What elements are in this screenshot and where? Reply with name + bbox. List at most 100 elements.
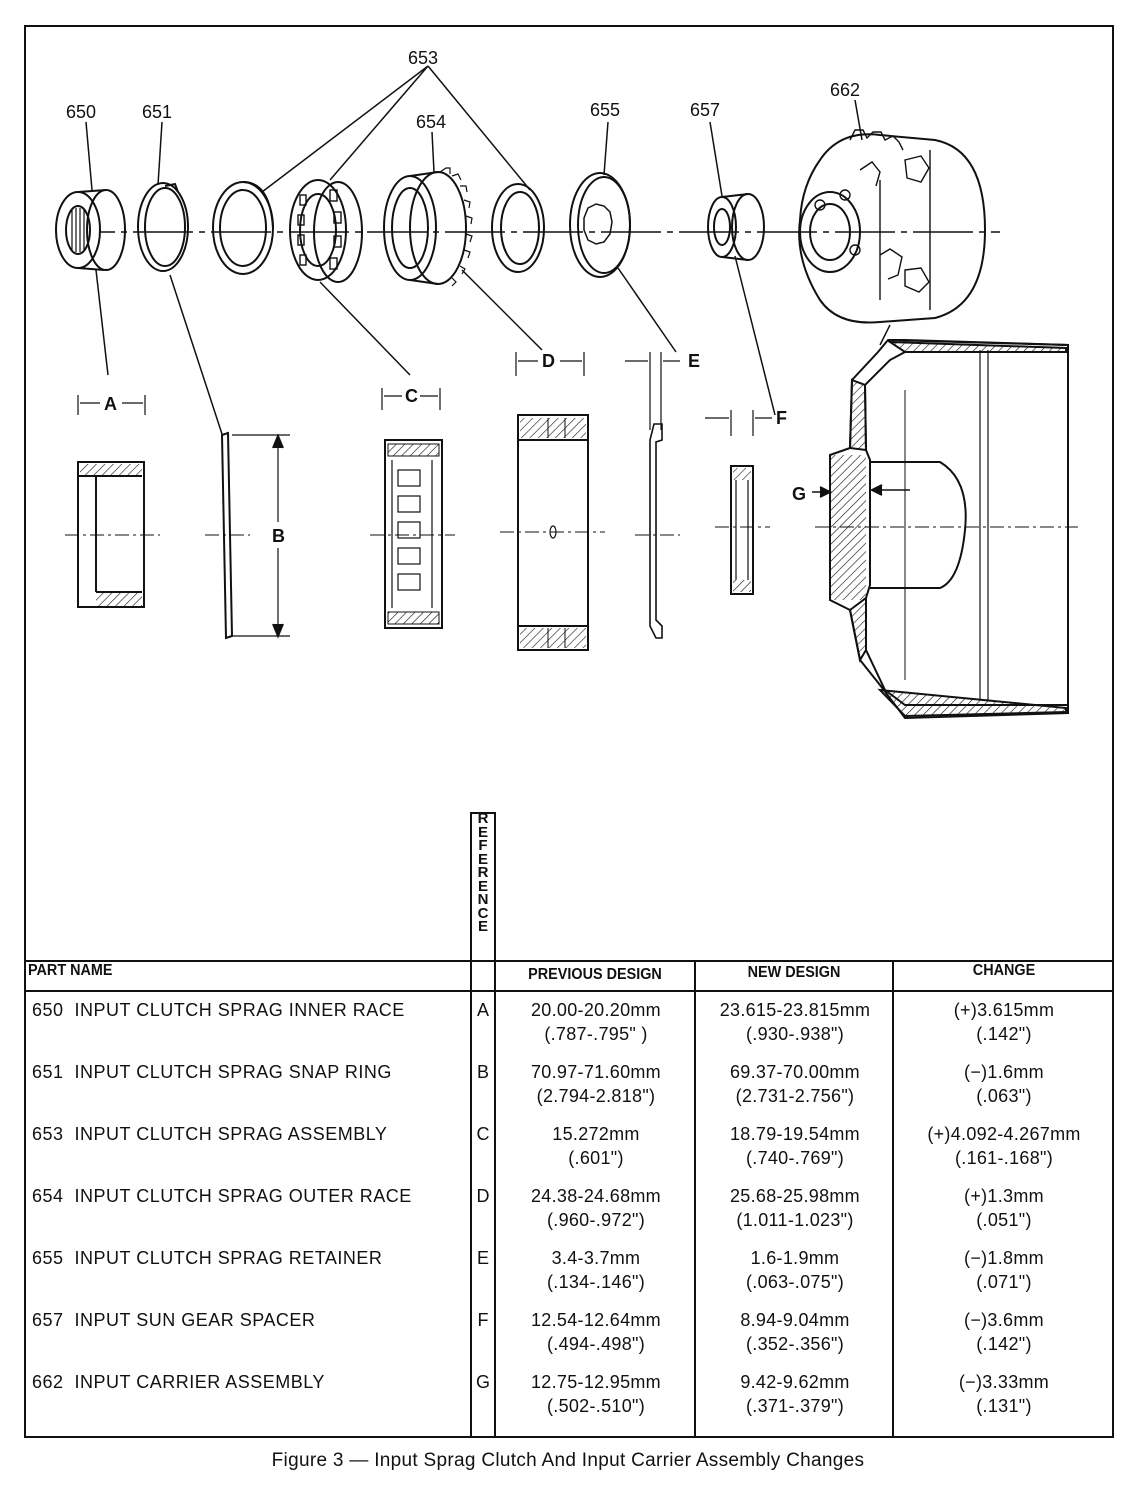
previous-design: 70.97-71.60mm (2.794-2.818") (496, 1060, 696, 1108)
reference-letter: E (477, 850, 488, 868)
input-carrier-662-drawing (798, 129, 987, 324)
value-mm: (−)3.33mm (958, 1372, 1050, 1392)
previous-design: 15.272mm(.601") (496, 1122, 696, 1170)
leader-lines (85, 65, 891, 435)
label-654: 654 (416, 112, 446, 132)
reference-letter: N (477, 891, 489, 908)
value-mm: 24.38-24.68mm (531, 1186, 661, 1206)
part-name: 657 INPUT SUN GEAR SPACER (32, 1310, 316, 1330)
value-in: (.071") (976, 1272, 1032, 1292)
new-design: 25.68-25.98mm(1.011-1.023") (696, 1184, 894, 1232)
part-name-header: PART NAME (28, 962, 113, 979)
table-divider (470, 812, 472, 1437)
reference: F (477, 1310, 489, 1330)
retainer-655-drawing (569, 172, 631, 278)
new-design: 23.615-23.815mm(.930-.938") (696, 998, 894, 1046)
section-b-drawing (205, 431, 290, 640)
table-divider (24, 990, 1114, 992)
reference-header: R E F E R E N C E (472, 811, 494, 933)
reference-letter: C (477, 904, 489, 922)
part-name: 653 INPUT CLUTCH SPRAG ASSEMBLY (32, 1124, 388, 1144)
reference-letter: R (477, 864, 489, 881)
value-mm: (−)1.6mm (964, 1062, 1044, 1082)
reference: D (476, 1186, 490, 1206)
section-f-drawing (705, 410, 772, 595)
reference: E (476, 1248, 489, 1268)
value-mm: 20.00-20.20mm (531, 1000, 661, 1020)
reference: G (475, 1372, 490, 1392)
section-c-drawing (370, 388, 455, 629)
label-650: 650 (66, 102, 96, 122)
value-in: (.134-.146") (546, 1272, 646, 1292)
value-mm: (−)3.6mm (964, 1310, 1044, 1330)
value-in: (.063") (976, 1086, 1032, 1106)
change: (+)4.092-4.267mm (.161-.168") (894, 1122, 1114, 1170)
value-mm: 3.4-3.7mm (551, 1248, 641, 1268)
table-divider (694, 962, 696, 1437)
value-in: (.131") (976, 1396, 1032, 1416)
reference: B (476, 1062, 489, 1082)
table-row: 662 INPUT CARRIER ASSEMBLY G 12.75-12.95… (0, 1368, 1136, 1428)
value-mm: (+)3.615mm (953, 1000, 1055, 1020)
value-in: (1.011-1.023") (736, 1210, 854, 1230)
value-mm: 8.94-9.04mm (740, 1310, 850, 1330)
label-657: 657 (690, 100, 720, 120)
bearing-ring-653b-drawing (491, 183, 545, 273)
figure-frame (24, 25, 1114, 1438)
part-name: 662 INPUT CARRIER ASSEMBLY (32, 1372, 325, 1392)
table-row: 650 INPUT CLUTCH SPRAG INNER RACE A 20.0… (0, 996, 1136, 1056)
outer-race-654-drawing (383, 167, 473, 287)
reference-letter: E (477, 877, 488, 895)
change: (−)1.8mm (.071") (894, 1246, 1114, 1294)
dim-label-a: A (104, 394, 117, 414)
change: (−)3.33mm (.131") (894, 1370, 1114, 1418)
new-design-header: NEW DESIGN (747, 964, 841, 981)
table-divider (494, 812, 496, 1437)
value-in: (.787-.795" ) (544, 1024, 648, 1044)
table-row: 653 INPUT CLUTCH SPRAG ASSEMBLY C 15.272… (0, 1120, 1136, 1180)
new-design: 8.94-9.04mm (.352-.356") (696, 1308, 894, 1356)
table-row: 651 INPUT CLUTCH SPRAG SNAP RING B 70.97… (0, 1058, 1136, 1118)
new-design: 69.37-70.00mm(2.731-2.756") (696, 1060, 894, 1108)
dim-label-g: G (792, 484, 806, 504)
dim-label-f: F (776, 408, 787, 428)
previous-design: 3.4-3.7mm (.134-.146") (496, 1246, 696, 1294)
section-d-drawing (500, 352, 605, 651)
value-mm: (−)1.8mm (964, 1248, 1044, 1268)
part-name: 651 INPUT CLUTCH SPRAG SNAP RING (32, 1062, 392, 1082)
sun-gear-spacer-657-drawing (707, 193, 765, 261)
value-in: (.051") (976, 1210, 1032, 1230)
value-mm: (+)4.092-4.267mm (927, 1124, 1081, 1144)
exploded-diagram: 653 650 651 654 655 657 662 A B C D E F … (55, 48, 1078, 720)
value-in: (.161-.168") (954, 1148, 1054, 1168)
previous-design-header: PREVIOUS DESIGN (528, 966, 662, 983)
part-name: 654 INPUT CLUTCH SPRAG OUTER RACE (32, 1186, 412, 1206)
part-name: 650 INPUT CLUTCH SPRAG INNER RACE (32, 1000, 405, 1020)
value-in: (2.731-2.756") (735, 1086, 855, 1106)
change-header: CHANGE (972, 962, 1036, 979)
value-in: (.740-.769") (745, 1148, 845, 1168)
table-divider (470, 812, 496, 814)
table-row: 655 INPUT CLUTCH SPRAG RETAINER E 3.4-3.… (0, 1244, 1136, 1304)
bearing-ring-653a-drawing (212, 181, 274, 275)
previous-design: 12.54-12.64mm(.494-.498") (496, 1308, 696, 1356)
table-divider (892, 962, 894, 1437)
section-a-drawing (65, 395, 160, 608)
value-in: (.352-.356") (745, 1334, 845, 1354)
inner-race-650-drawing (55, 189, 126, 271)
sprag-cage-653-drawing (289, 179, 363, 283)
value-mm: 12.54-12.64mm (531, 1310, 661, 1330)
value-in: (.960-.972") (546, 1210, 646, 1230)
reference-letter: E (477, 823, 488, 841)
dim-label-e: E (688, 351, 700, 371)
value-mm: 70.97-71.60mm (531, 1062, 661, 1082)
dim-label-d: D (542, 351, 555, 371)
value-mm: 9.42-9.62mm (740, 1372, 850, 1392)
change: (−)3.6mm(.142") (894, 1308, 1114, 1356)
new-design: 9.42-9.62mm(.371-.379") (696, 1370, 894, 1418)
value-in: (2.794-2.818") (536, 1086, 656, 1106)
table-row: 654 INPUT CLUTCH SPRAG OUTER RACE D 24.3… (0, 1182, 1136, 1242)
table-divider (24, 960, 1114, 962)
snap-ring-651-drawing (137, 182, 189, 272)
label-651: 651 (142, 102, 172, 122)
